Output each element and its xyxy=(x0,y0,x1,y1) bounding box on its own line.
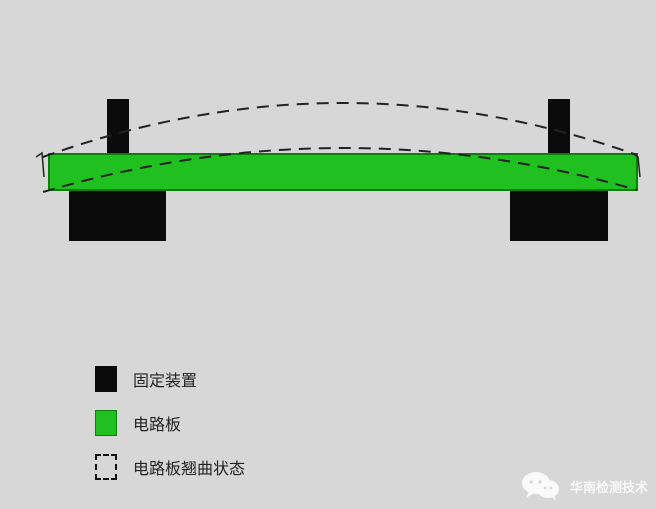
left-end-mark xyxy=(35,151,45,178)
fixture-swatch xyxy=(95,366,117,392)
circuit-board xyxy=(48,153,638,191)
right-fixture-post xyxy=(548,99,570,155)
legend: 固定装置 电路板 电路板翘曲状态 xyxy=(95,364,355,494)
upper-warp-curve xyxy=(42,102,638,158)
left-fixture-base xyxy=(69,190,166,241)
legend-label-fixture: 固定装置 xyxy=(133,371,198,390)
legend-item-warpage-state: 电路板翘曲状态 xyxy=(95,452,245,482)
legend-label-warpage-state: 电路板翘曲状态 xyxy=(133,459,246,478)
watermark: 华南检测技术 xyxy=(520,469,648,503)
legend-label-circuit-board: 电路板 xyxy=(133,415,182,434)
circuit-board-swatch xyxy=(95,410,117,436)
wechat-icon xyxy=(520,469,562,503)
lower-warp-curve xyxy=(42,147,638,193)
warpage-swatch xyxy=(95,454,117,480)
left-fixture-post xyxy=(107,99,129,155)
watermark-text: 华南检测技术 xyxy=(569,480,648,496)
legend-item-circuit-board: 电路板 xyxy=(95,408,181,438)
legend-item-fixture: 固定装置 xyxy=(95,364,197,394)
right-fixture-base xyxy=(510,190,608,241)
